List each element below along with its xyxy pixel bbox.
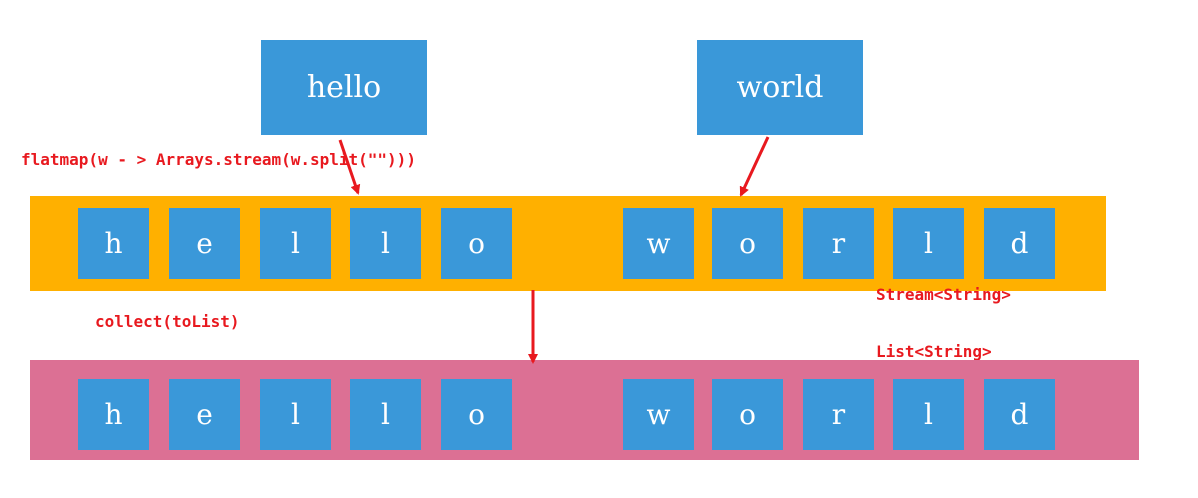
- list-char-cell: l: [350, 379, 421, 450]
- stream-char-cell: o: [712, 208, 783, 279]
- list-char-cell: l: [893, 379, 964, 450]
- arrow-world-to-stream: [739, 136, 770, 197]
- flatmap-operation-label: flatmap(w - > Arrays.stream(w.split(""))…: [21, 150, 416, 169]
- stream-char-cell: d: [984, 208, 1055, 279]
- list-char-cell: o: [441, 379, 512, 450]
- list-char-cell: o: [712, 379, 783, 450]
- stream-char-cell: h: [78, 208, 149, 279]
- list-char-cell: e: [169, 379, 240, 450]
- stream-char-cell: e: [169, 208, 240, 279]
- stream-type-label: Stream<String>: [876, 285, 1011, 304]
- collect-operation-label: collect(toList): [95, 312, 240, 331]
- word-box-world: world: [697, 40, 863, 135]
- stream-band: h e l l o w o r l d: [30, 196, 1106, 291]
- list-char-cell: h: [78, 379, 149, 450]
- stream-char-cell: l: [893, 208, 964, 279]
- list-band: h e l l o w o r l d: [30, 360, 1139, 460]
- stream-char-cell: l: [350, 208, 421, 279]
- stream-char-cell: w: [623, 208, 694, 279]
- list-char-cell: r: [803, 379, 874, 450]
- list-char-cell: l: [260, 379, 331, 450]
- list-char-cell: d: [984, 379, 1055, 450]
- stream-char-cell: r: [803, 208, 874, 279]
- stream-char-cell: o: [441, 208, 512, 279]
- list-type-label: List<String>: [876, 342, 992, 361]
- stream-char-cell: l: [260, 208, 331, 279]
- list-char-cell: w: [623, 379, 694, 450]
- word-box-hello: hello: [261, 40, 427, 135]
